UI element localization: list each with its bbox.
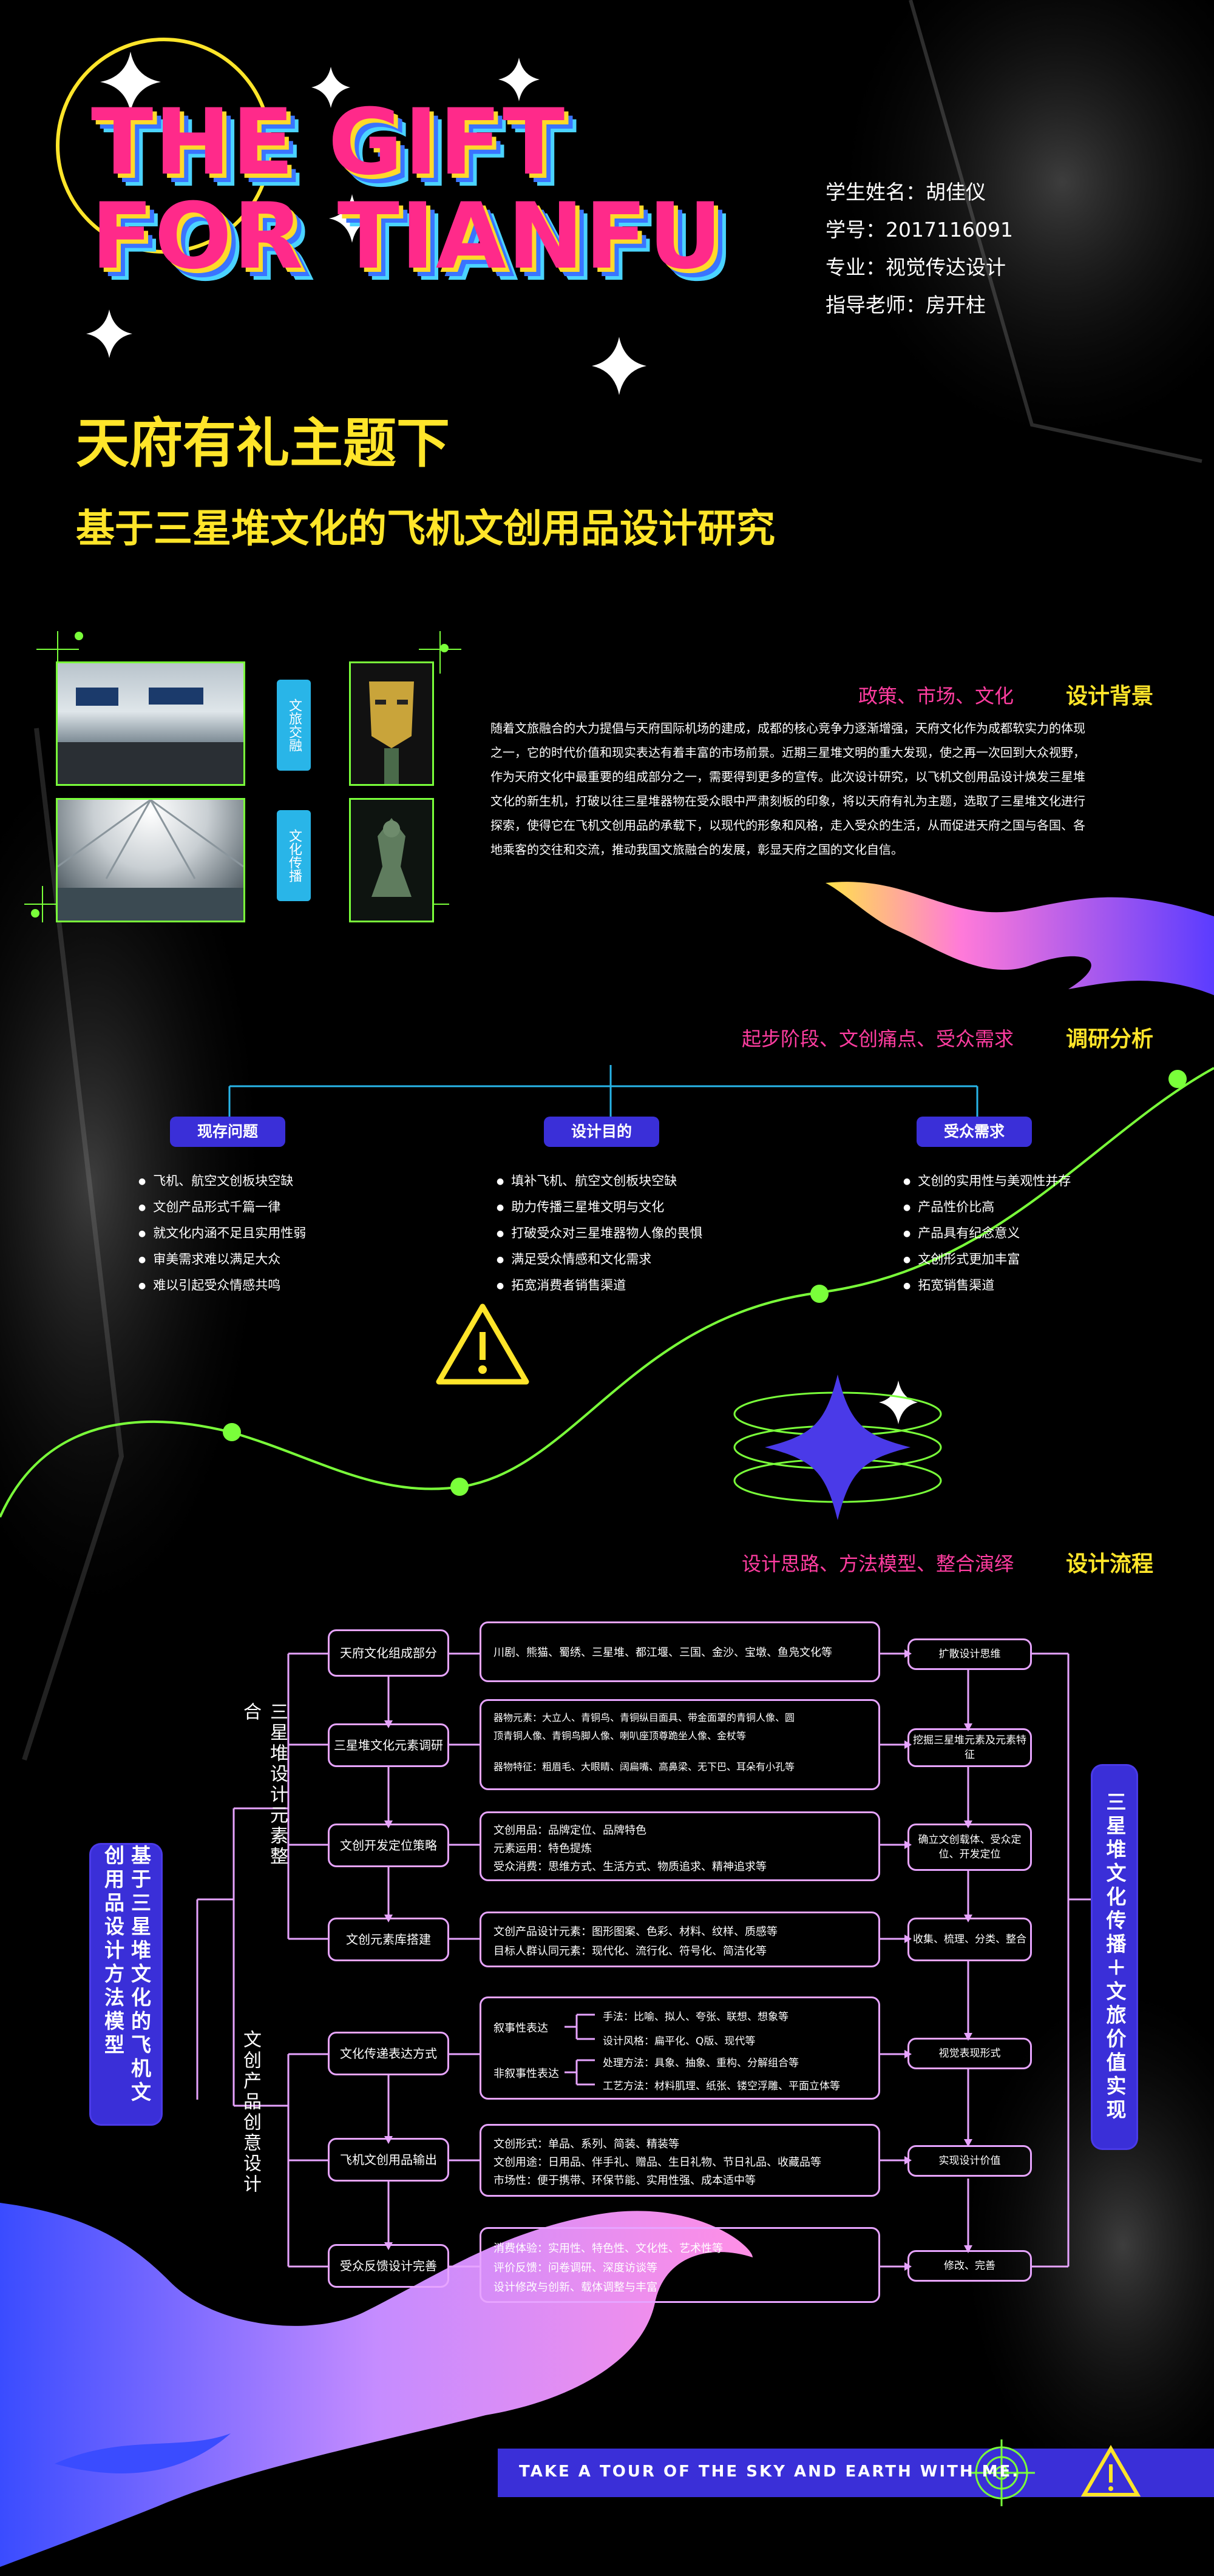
research-col3-list: 文创的实用性与美观性并存 产品性价比高 产品具有纪念意义 文创形式更加丰富 拓宽…: [903, 1168, 1071, 1299]
result-expand-thinking: 扩散设计思维: [907, 1638, 1032, 1670]
detail-expression-method: 叙事性表达 手法：比喻、拟人、夸张、联想、想象等 设计风格：扁平化、Q版、现代等…: [480, 1996, 880, 2100]
footer-banner: [498, 2449, 1214, 2497]
blue-star-rings: [733, 1374, 942, 1520]
english-title-line1: THE GIFT: [91, 90, 566, 195]
student-major: 专业：视觉传达设计: [826, 255, 1006, 279]
research-subtitle: 起步阶段、文创痛点、受众需求: [741, 1027, 1014, 1050]
airport-photo-2: [56, 798, 245, 922]
detail-tianfu-culture: 川剧、熊猫、蜀绣、三星堆、都江堰、三国、金沙、宝墩、鱼凫文化等: [480, 1621, 880, 1682]
detail-product-output: 文创形式：单品、系列、简装、精装等 文创用途：日用品、伴手礼、赠品、生日礼物、节…: [480, 2124, 880, 2197]
detail-feedback: 消费体验：实用性、特色性、文化性、艺术性等 评价反馈：问卷调研、深度访谈等 设计…: [480, 2227, 880, 2303]
step-tianfu-culture: 天府文化组成部分: [328, 1629, 449, 1677]
list-item: 审美需求难以满足大众: [138, 1246, 306, 1273]
list-item: 助力传播三星堆文明与文化: [497, 1194, 702, 1220]
bottom-flame: [0, 2203, 753, 2567]
result-visual-form: 视觉表现形式: [907, 2038, 1032, 2069]
process-subtitle: 设计思路、方法模型、整合演绎: [741, 1552, 1014, 1575]
list-item: 拓宽销售渠道: [903, 1273, 1071, 1299]
step-element-library: 文创元素库搭建: [328, 1918, 449, 1961]
plastic-texture: [0, 759, 261, 1608]
list-item: 拓宽消费者销售渠道: [497, 1273, 702, 1299]
bronze-figure-photo: [349, 798, 434, 922]
list-item: 产品性价比高: [903, 1194, 1071, 1220]
tag-culture-spread: 文化传播: [277, 810, 311, 901]
tag-culture-tourism: 文旅交融: [277, 680, 311, 771]
branch-creative-design: 文创产品创意设计: [240, 2030, 261, 2195]
process-heading: 设计流程: [1065, 1552, 1153, 1577]
golden-mask-photo: [349, 661, 434, 786]
research-connectors: [228, 1065, 978, 1117]
english-title-line2: FOR TIANFU: [91, 184, 724, 289]
footer-warning-icon: [1080, 2445, 1141, 2497]
student-name: 学生姓名：胡佳仪: [826, 180, 986, 204]
step-product-output: 飞机文创用品输出: [328, 2138, 449, 2182]
step-sanxingdui-research: 三星堆文化元素调研: [328, 1723, 449, 1767]
background-heading: 设计背景: [1065, 684, 1153, 709]
list-item: 文创形式更加丰富: [903, 1246, 1071, 1273]
result-collect-organize: 收集、梳理、分类、整合: [907, 1918, 1032, 1961]
plastic-texture: [844, 0, 1214, 437]
list-item: 打破受众对三星堆器物人像的畏惧: [497, 1220, 702, 1246]
list-item: 文创产品形式千篇一律: [138, 1194, 306, 1220]
research-col1-list: 飞机、航空文创板块空缺 文创产品形式千篇一律 就文化内涵不足且实用性弱 审美需求…: [138, 1168, 306, 1299]
result-revise: 修改、完善: [907, 2250, 1032, 2282]
detail-element-library: 文创产品设计元素：图形图案、色彩、材料、纹样、质感等 目标人群认同元素：现代化、…: [480, 1912, 880, 1967]
result-explore-elements: 挖掘三星堆元素及元素特征: [907, 1728, 1032, 1767]
result-define-carrier: 确立文创载体、受众定位、开发定位: [907, 1824, 1032, 1871]
research-col2-title: 设计目的: [544, 1117, 659, 1147]
research-col1-title: 现存问题: [170, 1117, 285, 1147]
list-item: 产品具有纪念意义: [903, 1220, 1071, 1246]
step-feedback: 受众反馈设计完善: [328, 2244, 449, 2288]
list-item: 满足受众情感和文化需求: [497, 1246, 702, 1273]
student-advisor: 指导老师：房开柱: [826, 293, 986, 317]
detail-sanxingdui-research: 器物元素：大立人、青铜鸟、青铜纵目面具、带金面罩的青铜人像、圆 顶青铜人像、青铜…: [480, 1699, 880, 1790]
compass-icon: [968, 2439, 1035, 2506]
plastic-texture: [965, 1990, 1214, 2500]
culture-value-box: 三星堆文化传播＋文旅价值实现: [1093, 1766, 1136, 2148]
list-item: 文创的实用性与美观性并存: [903, 1168, 1071, 1194]
process-flow-lines: [196, 1652, 1093, 2268]
research-col3-title: 受众需求: [917, 1117, 1032, 1147]
research-heading: 调研分析: [1065, 1027, 1153, 1052]
result-design-value: 实现设计价值: [907, 2145, 1032, 2177]
main-title-line1: 天府有礼主题下: [76, 412, 450, 475]
flame-decoration: [826, 882, 1214, 995]
list-item: 难以引起受众情感共鸣: [138, 1273, 306, 1299]
wave-dots: [223, 1070, 1187, 1496]
list-item: 填补飞机、航空文创板块空缺: [497, 1168, 702, 1194]
student-id: 学号：2017116091: [826, 218, 1013, 242]
branch-element-integration: 三星堆设计元素整合: [240, 1702, 288, 1867]
method-model-box: 基于三星堆文化的飞机文创用品设计方法模型: [91, 1845, 161, 2124]
background-subtitle: 政策、市场、文化: [858, 685, 1014, 708]
list-item: 飞机、航空文创板块空缺: [138, 1168, 306, 1194]
step-positioning-strategy: 文创开发定位策略: [328, 1824, 449, 1867]
detail-positioning-strategy: 文创用品：品牌定位、品牌特色 元素运用：特色提炼 受众消费：思维方式、生活方式、…: [480, 1811, 880, 1881]
step-expression-method: 文化传递表达方式: [328, 2032, 449, 2075]
background-paragraph: 随着文旅融合的大力提倡与天府国际机场的建成，成都的核心竞争力逐渐增强，天府文化作…: [490, 721, 1085, 857]
list-item: 就文化内涵不足且实用性弱: [138, 1220, 306, 1246]
sparkle-stars: [86, 52, 918, 1424]
warning-triangle: [436, 1303, 529, 1385]
research-col2-list: 填补飞机、航空文创板块空缺 助力传播三星堆文明与文化 打破受众对三星堆器物人像的…: [497, 1168, 702, 1299]
main-title-line2: 基于三星堆文化的飞机文创用品设计研究: [76, 507, 775, 552]
footer-slogan: TAKE A TOUR OF THE SKY AND EARTH WITH ME…: [519, 2463, 1020, 2481]
title-circle-outline: [56, 38, 272, 254]
airport-photo-1: [56, 661, 245, 786]
